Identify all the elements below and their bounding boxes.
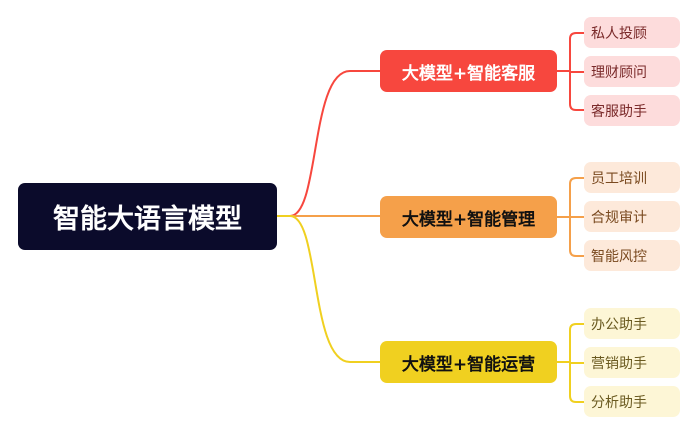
- leaf-node[interactable]: 理财顾问: [584, 56, 680, 87]
- root-node[interactable]: 智能大语言模型: [18, 183, 277, 250]
- leaf-node[interactable]: 办公助手: [584, 308, 680, 339]
- branch-customer-service[interactable]: 大模型+智能客服: [380, 50, 557, 92]
- branch-management[interactable]: 大模型+智能管理: [380, 196, 557, 238]
- leaf-node[interactable]: 合规审计: [584, 201, 680, 232]
- leaf-node[interactable]: 智能风控: [584, 240, 680, 271]
- branch-operations[interactable]: 大模型+智能运营: [380, 341, 557, 383]
- leaf-node[interactable]: 私人投顾: [584, 17, 680, 48]
- leaf-node[interactable]: 营销助手: [584, 347, 680, 378]
- leaf-node[interactable]: 客服助手: [584, 95, 680, 126]
- leaf-node[interactable]: 员工培训: [584, 162, 680, 193]
- leaf-node[interactable]: 分析助手: [584, 386, 680, 417]
